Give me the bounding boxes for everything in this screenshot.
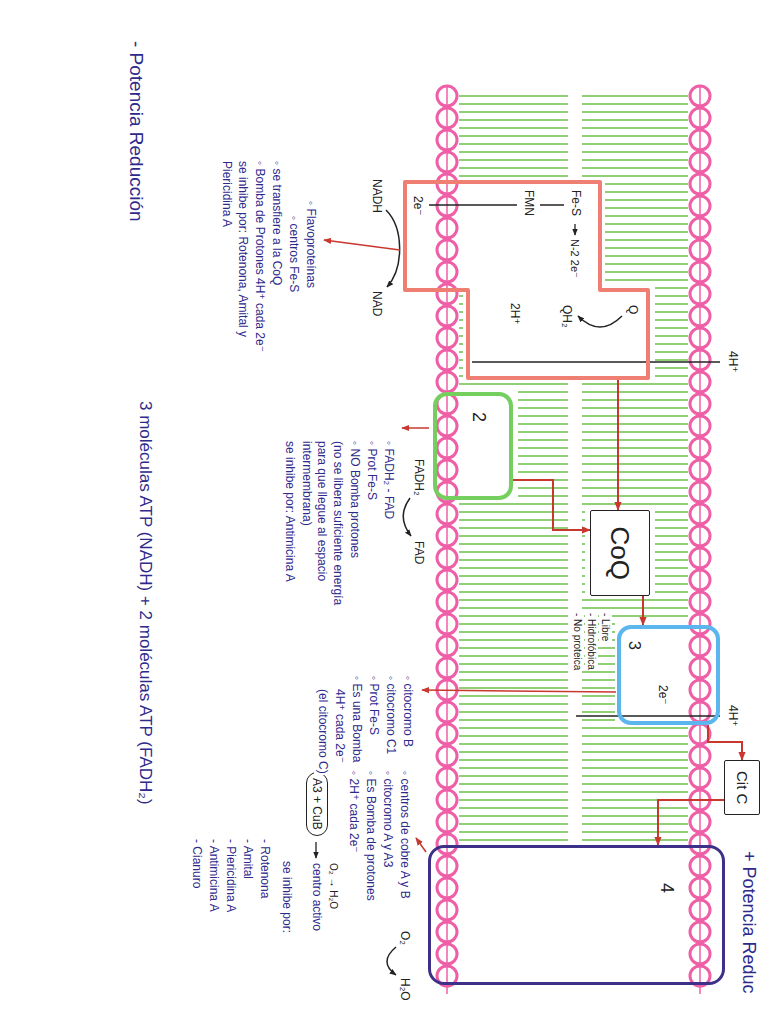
cytochrome-c-box: Cit C bbox=[724, 760, 760, 815]
heading-note: - Potencia Reducción bbox=[123, 40, 148, 223]
chem-label: FAD bbox=[410, 540, 426, 565]
proton-label: 2H⁺ bbox=[506, 302, 522, 326]
electron-arrow bbox=[574, 224, 575, 235]
proton-label: 4H⁺ bbox=[724, 350, 740, 374]
complex-i-outline: 2e⁻ FMN Fe-S bbox=[403, 180, 650, 380]
active-site-box: A3 + CuB bbox=[306, 772, 328, 836]
lipid-tails bbox=[459, 96, 688, 840]
electron-flow-arrow bbox=[513, 480, 590, 530]
complex-iv-box: 4 bbox=[428, 845, 725, 985]
chem-label: NAD bbox=[368, 290, 384, 317]
membrane-line bbox=[446, 85, 448, 994]
node-label: 2e⁻ bbox=[411, 196, 425, 216]
complex-ii-box: 2 bbox=[433, 392, 513, 500]
proton-label: 4H⁺ bbox=[724, 704, 740, 728]
node-label: CoQ bbox=[604, 527, 635, 580]
note-text: - Libre bbox=[599, 612, 612, 642]
inhibitor-item: - Rotenona bbox=[256, 838, 272, 899]
chem-label: Q bbox=[624, 304, 640, 315]
chem-label: H₂O bbox=[396, 977, 412, 1002]
note-text: ◦ citocromo C1 bbox=[382, 675, 398, 755]
inhibitor-note: se inhibe por: bbox=[278, 860, 294, 934]
heading-note: + Potencia Reduc bbox=[737, 850, 760, 995]
reduction-arrow bbox=[387, 947, 396, 975]
chem-label: O₂ → H₂O bbox=[327, 862, 340, 910]
node-label: 2e⁻ bbox=[656, 685, 670, 705]
electron-flow-arrow bbox=[642, 596, 644, 625]
node-label: Cit C bbox=[733, 771, 751, 804]
note-text: (no se libera suficiente energía para qu… bbox=[298, 440, 345, 617]
chain-link bbox=[429, 204, 517, 206]
chem-label: N-2 2e⁻ bbox=[568, 238, 582, 279]
chem-label: FADH₂ bbox=[410, 458, 426, 497]
lipid-heads bbox=[437, 86, 710, 986]
note-text: ◦ Prot Fe-S bbox=[363, 440, 379, 501]
note-text: ◦ centros de cobre A y B bbox=[396, 770, 412, 900]
note-arrow bbox=[422, 690, 616, 692]
node-label: 4 bbox=[655, 883, 677, 893]
electron-flow-arrow bbox=[617, 380, 619, 510]
pointer-arrow bbox=[315, 842, 316, 858]
node-label: 2 bbox=[467, 412, 489, 422]
complex-outline-shape bbox=[405, 182, 648, 378]
node-label: FMN bbox=[522, 190, 536, 216]
proton-path bbox=[472, 361, 720, 363]
note-arrow bbox=[402, 427, 429, 429]
coenzyme-q-box: CoQ bbox=[590, 510, 650, 596]
node-label: Fe-S bbox=[569, 190, 583, 216]
chain-link bbox=[540, 204, 564, 206]
inhibitor-item: - Cianuro bbox=[188, 838, 204, 889]
note-text: ◦ Prot Fe-S bbox=[365, 675, 381, 736]
note-text: centro activo bbox=[308, 862, 324, 932]
note-text: ◦ citocromo B bbox=[399, 675, 415, 748]
proton-path bbox=[576, 715, 720, 717]
inhibitor-item: - Amital bbox=[239, 838, 255, 880]
annotation-strokes bbox=[316, 85, 720, 994]
inhibitor-item: - Antimicina A bbox=[205, 838, 221, 913]
node-label: A3 + CuB bbox=[310, 778, 324, 830]
reduction-arrow bbox=[578, 316, 622, 327]
note-text: ◦ citocromo A y A3 bbox=[379, 770, 395, 868]
electron-flow-arrow bbox=[708, 725, 742, 760]
note-text: ◦ se transfiere a la CoQ bbox=[268, 160, 284, 286]
chem-label: QH₂ bbox=[558, 304, 574, 329]
node-label: 3 bbox=[625, 641, 644, 650]
note-text: ◦ 2H⁺ cada 2e⁻ bbox=[345, 770, 361, 854]
note-text: ◦ Es una Bomba bbox=[348, 675, 364, 763]
summary-note: 3 moléculas ATP (NADH) + 2 moléculas ATP… bbox=[134, 400, 156, 806]
note-text: ◦ NO Bomba protones bbox=[346, 440, 362, 559]
oxidation-arrow bbox=[403, 498, 411, 536]
note-text: ◦ Flavoproteínas bbox=[302, 200, 318, 289]
note-arrow bbox=[324, 240, 400, 250]
note-text: ◦ Es Bomba de protones bbox=[362, 770, 378, 902]
complex-iii-box: 3 2e⁻ bbox=[617, 625, 720, 725]
membrane-line bbox=[699, 85, 701, 994]
note-text: ◦ FADH₂ - FAD bbox=[380, 440, 396, 520]
note-text: - No proteica bbox=[571, 612, 584, 671]
inhibitor-note: se inhibe por: Antimicina A bbox=[281, 440, 297, 583]
inhibitor-item: - Piericidina A bbox=[222, 838, 238, 913]
note-text: ◦ Bomba de Protones 4H⁺ cada 2e⁻ bbox=[251, 160, 267, 353]
inhibitor-note: se inhibe por: Rotenona, Amital y Pieric… bbox=[219, 160, 250, 344]
chem-label: NADH bbox=[368, 178, 384, 214]
note-text: ◦ centros Fe-S bbox=[285, 215, 301, 293]
note-text: - Hidrofóbica bbox=[585, 612, 598, 671]
electron-flow-arrow bbox=[658, 800, 724, 845]
note-text: (el citocromo C) bbox=[314, 688, 330, 775]
chem-label: O₂ bbox=[396, 930, 412, 946]
note-arrow bbox=[416, 838, 426, 852]
note-text: 4H⁺ cada 2e⁻ bbox=[331, 688, 347, 764]
